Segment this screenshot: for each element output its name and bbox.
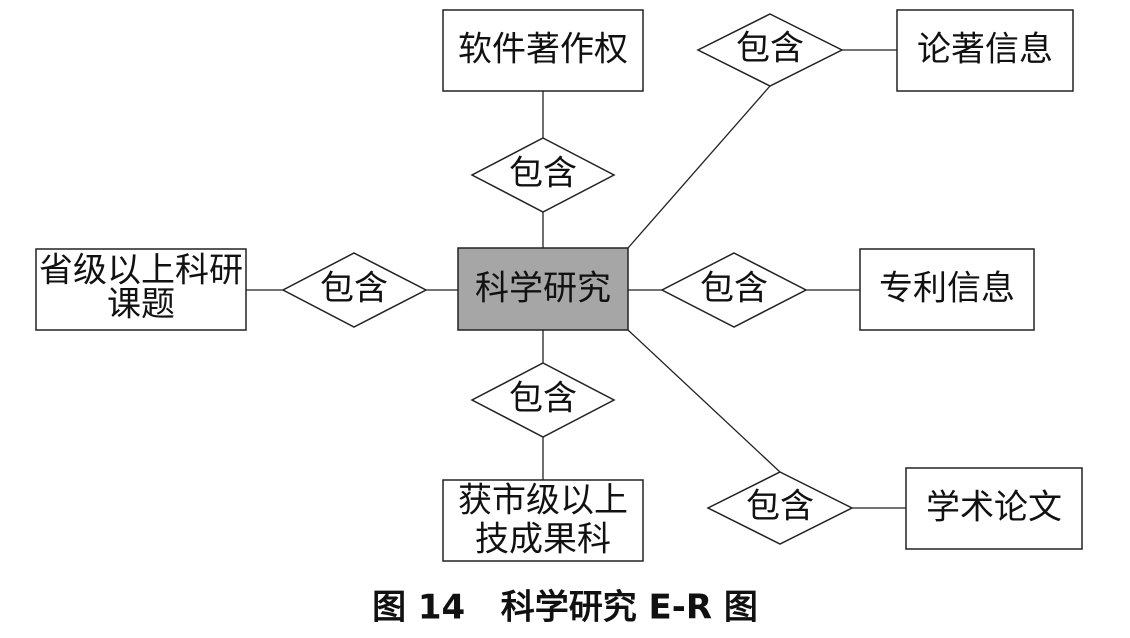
entity-municipal-awards-box — [442, 479, 644, 562]
connectors — [246, 49, 906, 509]
relation-patents-diamond — [660, 252, 808, 328]
relation-software-diamond — [470, 137, 616, 213]
relation-awards-label: 包含 — [509, 379, 577, 419]
entity-patents: 专利信息 — [859, 248, 1035, 331]
entity-patents-label: 专利信息 — [879, 269, 1015, 309]
relation-papers-diamond — [706, 471, 854, 545]
relation-patents: 包含 — [660, 252, 808, 328]
line-center-to-works-relation — [627, 85, 771, 249]
entity-academic-papers-box — [905, 467, 1083, 550]
line-center-to-papers-relation — [627, 329, 781, 473]
relation-software: 包含 — [470, 137, 616, 213]
relation-awards: 包含 — [470, 362, 616, 438]
center-entity: 科学研究 — [457, 247, 629, 331]
relation-projects: 包含 — [281, 252, 428, 328]
entity-provincial-projects: 省级以上科研 课题 — [35, 248, 247, 331]
entity-software-copyright: 软件著作权 — [442, 9, 644, 92]
relation-works: 包含 — [696, 13, 844, 87]
center-entity-box — [457, 247, 629, 331]
relation-awards-diamond — [470, 362, 616, 438]
entity-municipal-awards: 获市级以上 技成果科 — [442, 479, 644, 562]
relation-works-diamond — [696, 13, 844, 87]
figure-caption: 图 14 科学研究 E-R 图 — [372, 588, 758, 628]
entity-works-info-box — [896, 9, 1074, 92]
relation-projects-label: 包含 — [320, 269, 388, 309]
relation-papers: 包含 — [706, 471, 854, 545]
entity-municipal-awards-line-2: 技成果科 — [475, 520, 611, 560]
entity-software-copyright-box — [442, 9, 644, 92]
entity-provincial-projects-box — [35, 248, 247, 331]
entity-academic-papers: 学术论文 — [905, 467, 1083, 550]
center-entity-label: 科学研究 — [475, 269, 611, 309]
entity-patents-box — [859, 248, 1035, 331]
entity-works-info-label: 论著信息 — [917, 30, 1053, 70]
relation-papers-label: 包含 — [746, 487, 814, 527]
relation-patents-label: 包含 — [700, 269, 768, 309]
entity-academic-papers-label: 学术论文 — [926, 488, 1062, 528]
entity-software-copyright-label: 软件著作权 — [458, 30, 628, 70]
relation-software-label: 包含 — [509, 154, 577, 194]
relation-works-label: 包含 — [736, 29, 804, 69]
entity-works-info: 论著信息 — [896, 9, 1074, 92]
entity-provincial-projects-line-2: 课题 — [107, 285, 175, 325]
entity-municipal-awards-line-1: 获市级以上 — [458, 481, 628, 521]
entity-provincial-projects-line-1: 省级以上科研 — [39, 251, 243, 291]
relation-projects-diamond — [281, 252, 428, 328]
